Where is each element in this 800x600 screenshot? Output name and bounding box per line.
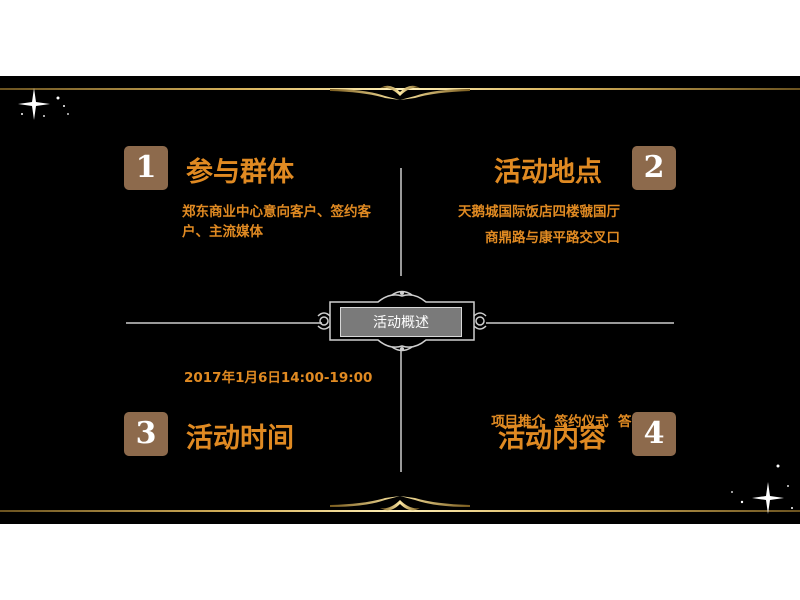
top-gold-border (0, 88, 800, 90)
section-3-detail-line: 2017年1月6日14:00-19:00 (184, 370, 373, 386)
section-2-details: 天鹅城国际饭店四楼虢国厅 商鼎路与康平路交叉口 (420, 202, 620, 248)
divider-horizontal-left (126, 322, 322, 324)
bottom-gold-ornament-icon (330, 496, 470, 511)
sparkle-top-left-icon (18, 88, 69, 120)
section-2-detail-line: 天鹅城国际饭店四楼虢国厅 (458, 204, 620, 220)
divider-vertical-top (400, 168, 402, 276)
section-1-detail-line: 户、主流媒体 (182, 224, 263, 240)
divider-vertical-bottom (400, 350, 402, 472)
section-3-title: 活动时间 (186, 423, 294, 454)
sparkle-bottom-right-icon (731, 464, 793, 514)
section-2-detail-line: 商鼎路与康平路交叉口 (485, 230, 620, 246)
section-3-number-badge: 3 (124, 412, 168, 456)
section-3-details: 2017年1月6日14:00-19:00 (184, 368, 394, 388)
center-ornate-frame-icon (317, 290, 487, 352)
section-2-title: 活动地点 (494, 157, 602, 188)
section-2-number-badge: 2 (632, 146, 676, 190)
center-overview-label: 活动概述 (340, 307, 462, 337)
section-1-detail-line: 郑东商业中心意向客户、签约客 (182, 204, 371, 220)
section-1-details: 郑东商业中心意向客户、签约客 户、主流媒体 (182, 202, 402, 242)
section-4-number-badge: 4 (632, 412, 676, 456)
section-1-number-badge: 1 (124, 146, 168, 190)
section-1-title: 参与群体 (186, 157, 294, 188)
top-gold-ornament-icon (330, 85, 470, 100)
divider-horizontal-right (486, 322, 674, 324)
section-4-title: 活动内容 (498, 423, 606, 454)
bottom-gold-border (0, 510, 800, 512)
